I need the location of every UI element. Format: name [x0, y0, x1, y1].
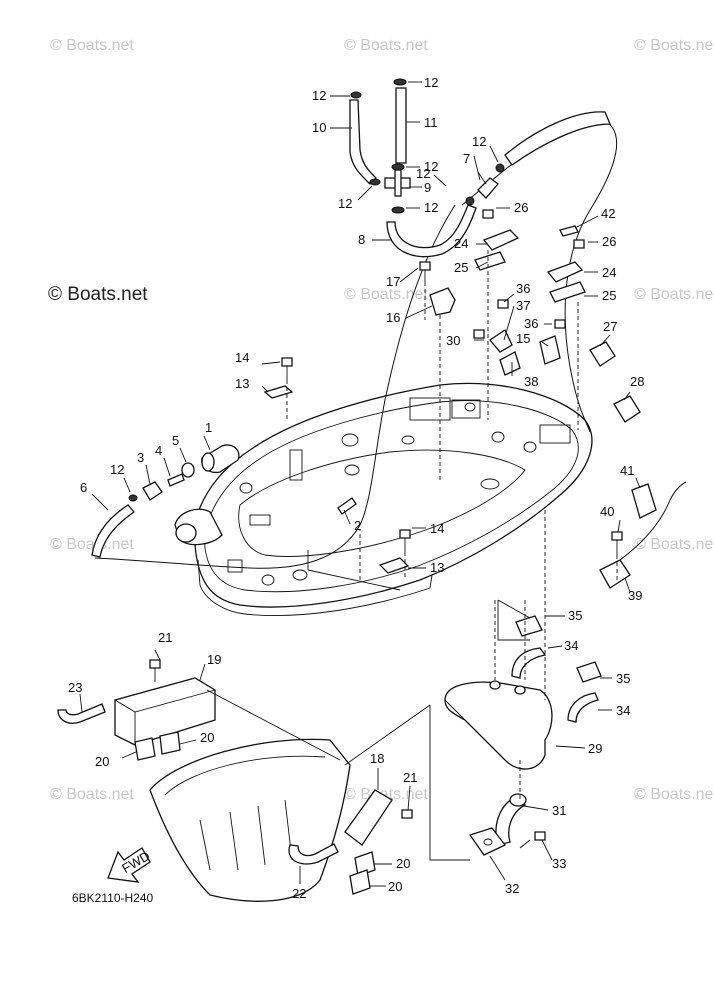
callout-16: 16 [386, 310, 400, 325]
callout-36b: 36 [524, 316, 538, 331]
callout-5: 5 [172, 433, 179, 448]
callout-36: 36 [516, 281, 530, 296]
callout-12b: 12 [424, 75, 438, 90]
callout-15: 15 [516, 331, 530, 346]
small-parts [91, 209, 687, 589]
lower-left-parts [57, 659, 413, 902]
callout-21b: 21 [403, 770, 417, 785]
callout-leaders [79, 81, 641, 887]
callout-12: 12 [312, 88, 326, 103]
callout-1: 1 [205, 420, 212, 435]
callout-4: 4 [155, 443, 162, 458]
callout-26: 26 [514, 200, 528, 215]
callout-6: 6 [80, 480, 87, 495]
callout-12f: 12 [416, 166, 430, 181]
lower-right-parts [444, 615, 602, 856]
callout-35: 35 [568, 608, 582, 623]
callout-20b: 20 [200, 730, 214, 745]
callout-9: 9 [424, 180, 431, 195]
callout-8: 8 [358, 232, 365, 247]
watermark-main: © Boats.net [48, 284, 148, 305]
callout-27: 27 [603, 319, 617, 334]
callout-12d: 12 [338, 196, 352, 211]
watermark: © Boats.net [50, 37, 134, 54]
watermark: © Boats.net [634, 37, 714, 54]
watermark: © Boats.net [634, 286, 714, 303]
callout-42: 42 [601, 206, 615, 221]
callout-19: 19 [207, 652, 221, 667]
callout-7: 7 [463, 151, 470, 166]
watermark: © Boats.net [344, 786, 428, 803]
callout-32: 32 [505, 881, 519, 896]
callout-31: 31 [552, 803, 566, 818]
callout-28: 28 [630, 374, 644, 389]
callout-12e: 12 [424, 200, 438, 215]
callout-17: 17 [386, 274, 400, 289]
callout-labels: 1 2 3 4 5 6 7 8 9 10 11 12 12 12 12 12 1… [68, 75, 644, 901]
watermark: © Boats.net [50, 786, 134, 803]
callout-26b: 26 [602, 234, 616, 249]
callout-18: 18 [370, 751, 384, 766]
callout-22: 22 [292, 886, 306, 901]
watermark: © Boats.net [344, 37, 428, 54]
fwd-arrow: FWD [107, 847, 152, 883]
callout-29: 29 [588, 741, 602, 756]
callout-33: 33 [552, 856, 566, 871]
callout-37: 37 [516, 298, 530, 313]
callout-11: 11 [424, 115, 438, 130]
callout-3: 3 [137, 450, 144, 465]
callout-13b: 13 [430, 560, 444, 575]
callout-20: 20 [95, 754, 109, 769]
callout-13: 13 [235, 376, 249, 391]
callout-24b: 24 [602, 265, 616, 280]
watermark: © Boats.net [344, 286, 428, 303]
callout-12c: 12 [424, 159, 438, 174]
callout-25b: 25 [602, 288, 616, 303]
callout-21: 21 [158, 630, 172, 645]
callout-38: 38 [524, 374, 538, 389]
callout-40: 40 [600, 504, 614, 519]
watermark: © Boats.net [50, 536, 134, 553]
callout-10: 10 [312, 120, 326, 135]
callout-20c: 20 [396, 856, 410, 871]
diagram-code: 6BK2110-H240 [72, 891, 153, 905]
callout-35b: 35 [616, 671, 630, 686]
callout-23: 23 [68, 680, 82, 695]
callout-34b: 34 [616, 703, 630, 718]
callout-12g: 12 [472, 134, 486, 149]
callout-25: 25 [454, 260, 468, 275]
hose-assembly [349, 78, 505, 258]
callout-2: 2 [354, 518, 361, 533]
bottom-cowling [94, 111, 618, 616]
watermark: © Boats.net [634, 536, 714, 553]
callout-14: 14 [235, 350, 249, 365]
callout-41: 41 [620, 463, 634, 478]
watermark: © Boats.net [634, 786, 714, 803]
callout-39: 39 [628, 588, 642, 603]
callout-30: 30 [446, 333, 460, 348]
callout-20d: 20 [388, 879, 402, 894]
connector-lines [206, 250, 618, 861]
callout-24: 24 [454, 236, 468, 251]
callout-34: 34 [564, 638, 578, 653]
callout-12h: 12 [110, 462, 124, 477]
callout-14b: 14 [430, 521, 444, 536]
